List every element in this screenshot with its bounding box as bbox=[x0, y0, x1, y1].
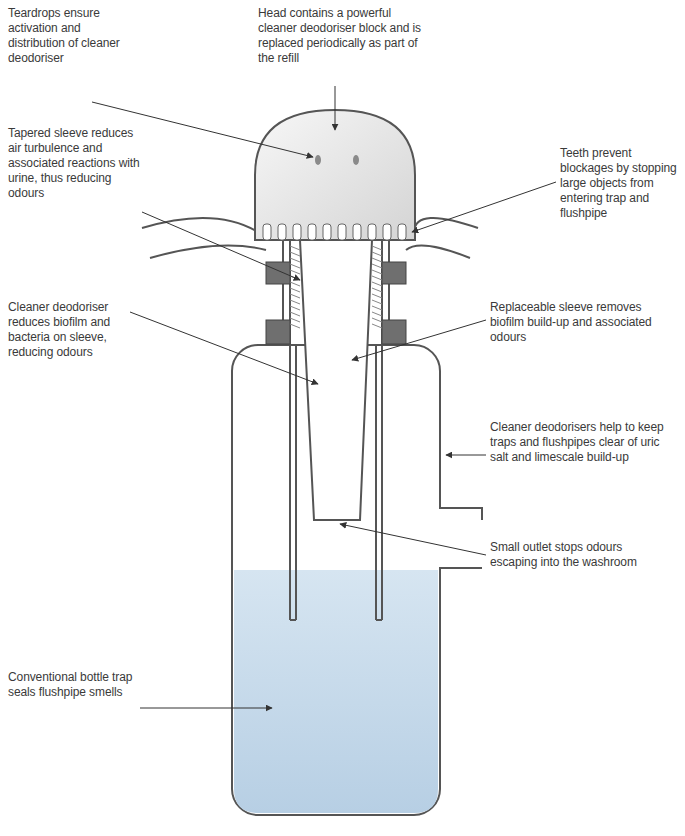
sleeve-thread bbox=[290, 246, 382, 328]
tooth-slot bbox=[398, 224, 406, 240]
head-teeth bbox=[263, 224, 406, 240]
callout-text: Tapered sleeve reduces air turbulence an… bbox=[8, 126, 140, 201]
tooth-slot bbox=[308, 224, 316, 240]
tooth-slot bbox=[278, 224, 286, 240]
tapered-sleeve bbox=[300, 240, 372, 520]
thread-stroke bbox=[372, 312, 382, 316]
thread-stroke bbox=[372, 300, 382, 304]
tooth-slot bbox=[338, 224, 346, 240]
callout-text: Teeth prevent blockages by stopping larg… bbox=[560, 146, 680, 221]
outlet-opening bbox=[437, 509, 443, 567]
urinal-bowl bbox=[142, 218, 478, 258]
thread-stroke bbox=[290, 318, 300, 322]
thread-stroke bbox=[372, 276, 382, 280]
tooth-slot bbox=[368, 224, 376, 240]
dip-tubes bbox=[283, 240, 389, 620]
thread-stroke bbox=[372, 270, 382, 274]
thread-stroke bbox=[290, 288, 300, 292]
thread-stroke bbox=[372, 246, 382, 250]
trap-water bbox=[234, 570, 438, 813]
callout-text: Small outlet stops odours escaping into … bbox=[490, 540, 660, 570]
tooth-slot bbox=[293, 224, 301, 240]
callout-text: Teardrops ensure activation and distribu… bbox=[8, 6, 133, 66]
callout-text: Replaceable sleeve removes biofilm build… bbox=[490, 300, 665, 345]
thread-stroke bbox=[372, 258, 382, 262]
callout-text: Head contains a powerful cleaner deodori… bbox=[258, 6, 428, 66]
thread-stroke bbox=[290, 282, 300, 286]
leader-lines bbox=[92, 86, 556, 708]
thread-stroke bbox=[290, 294, 300, 298]
tooth-slot bbox=[263, 224, 271, 240]
tooth-slot bbox=[323, 224, 331, 240]
thread-stroke bbox=[372, 264, 382, 268]
thread-stroke bbox=[372, 282, 382, 286]
thread-stroke bbox=[290, 306, 300, 310]
thread-stroke bbox=[290, 252, 300, 256]
thread-stroke bbox=[372, 324, 382, 328]
thread-stroke bbox=[290, 258, 300, 262]
thread-stroke bbox=[290, 324, 300, 328]
thread-stroke bbox=[372, 288, 382, 292]
callout-text: Conventional bottle trap seals flushpipe… bbox=[8, 670, 138, 700]
thread-stroke bbox=[290, 312, 300, 316]
outlet-pipe bbox=[440, 508, 482, 568]
callout-text: Cleaner deodorisers help to keep traps a… bbox=[490, 420, 675, 465]
thread-stroke bbox=[372, 294, 382, 298]
thread-stroke bbox=[290, 300, 300, 304]
thread-stroke bbox=[290, 246, 300, 250]
thread-stroke bbox=[290, 270, 300, 274]
tooth-slot bbox=[383, 224, 391, 240]
callout-text: Cleaner deodoriser reduces biofilm and b… bbox=[8, 300, 130, 360]
thread-stroke bbox=[290, 264, 300, 268]
teardrop bbox=[353, 155, 359, 165]
thread-stroke bbox=[372, 318, 382, 322]
tooth-slot bbox=[353, 224, 361, 240]
thread-stroke bbox=[372, 306, 382, 310]
teardrop bbox=[315, 155, 321, 165]
thread-stroke bbox=[372, 252, 382, 256]
